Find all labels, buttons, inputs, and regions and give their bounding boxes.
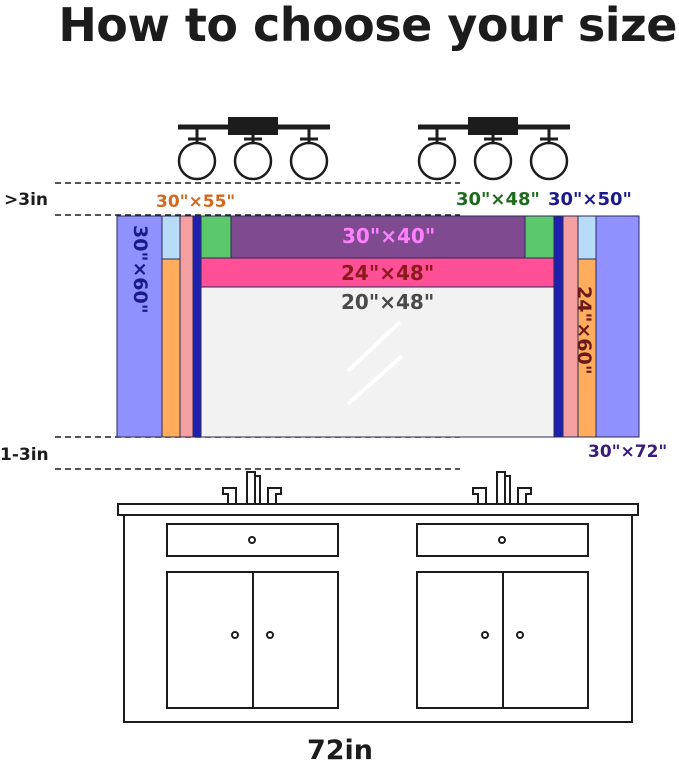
size-label-30x72: 30"×72" <box>588 442 667 462</box>
size-label-30x40: 30"×40" <box>342 224 435 248</box>
light-fixture-left <box>177 117 330 181</box>
vanity-cabinet <box>117 503 639 723</box>
drawer-right <box>416 523 589 557</box>
light-fixture-right <box>417 117 570 181</box>
drawer-knob <box>248 536 256 544</box>
gap-label-below: 1-3in <box>0 445 49 465</box>
mirror-sizes <box>116 215 640 438</box>
drawer-left <box>166 523 339 557</box>
size-label-30x50: 30"×50" <box>548 189 632 210</box>
size-label-24x60: 24"×60" <box>573 286 595 375</box>
door-knob <box>516 631 524 639</box>
door-knob <box>266 631 274 639</box>
drawer-knob <box>498 536 506 544</box>
size-label-30x48: 30"×48" <box>456 189 540 210</box>
cabinet-door <box>502 571 589 709</box>
cabinet-door <box>416 571 504 709</box>
faucet-left <box>222 471 282 505</box>
gap-label-above: >3in <box>4 190 48 210</box>
page-title: How to choose your size <box>58 0 677 52</box>
door-knob <box>481 631 489 639</box>
door-knob <box>231 631 239 639</box>
mirror-glare <box>346 320 402 373</box>
cabinet-door <box>252 571 339 709</box>
faucet-right <box>472 471 532 505</box>
mirror-glare <box>346 354 404 406</box>
size-label-20x48: 20"×48" <box>341 290 434 314</box>
size-label-30x60: 30"×60" <box>129 225 151 314</box>
cabinet-door <box>166 571 254 709</box>
vanity-countertop <box>117 503 639 516</box>
vanity-width-label: 72in <box>307 735 373 763</box>
size-rect-20x48 <box>200 286 555 438</box>
size-label-24x48: 24"×48" <box>341 261 434 285</box>
size-label-30x55: 30"×55" <box>156 192 235 212</box>
size-rect-30x40 <box>230 215 526 259</box>
